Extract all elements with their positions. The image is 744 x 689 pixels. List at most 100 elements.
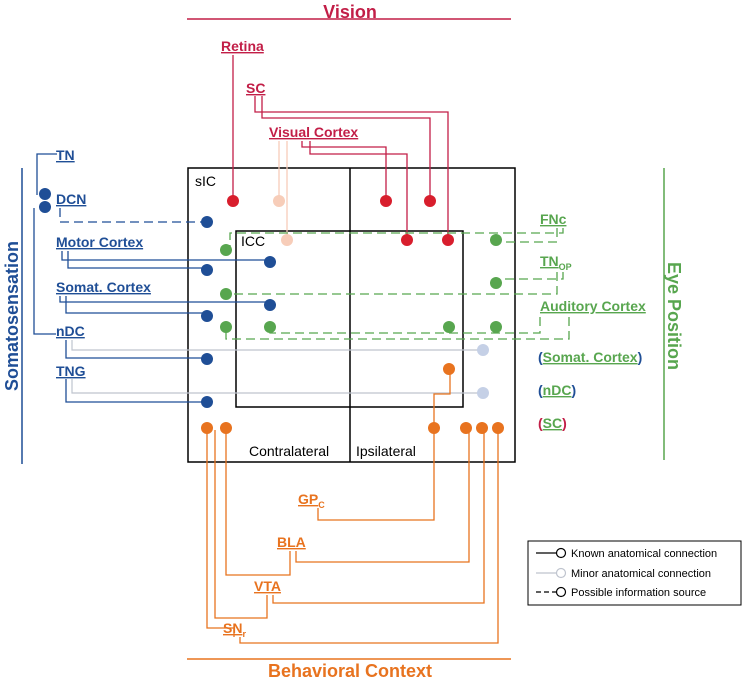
tnop-line-icc [498, 272, 564, 280]
behavioral-context-title: Behavioral Context [268, 661, 432, 681]
somat-line-icc [59, 296, 270, 303]
ndc-line [65, 340, 207, 359]
somato-minor-connections [71, 340, 482, 394]
tnop-label: TNOP [540, 253, 572, 272]
tng-label: TNG [56, 363, 86, 379]
eye-ndc-text: nDC [543, 382, 572, 398]
somato-connections [33, 153, 270, 403]
tng-terminal [201, 396, 213, 408]
sc-line-ipsi-icc [254, 96, 449, 238]
paren-open-3: ( [538, 415, 543, 431]
eye-sc-label: (SC) [538, 415, 567, 431]
sn-label-main: SN [223, 620, 242, 636]
somat-terminal-icc [264, 299, 276, 311]
gp-label-sub: C [318, 500, 325, 510]
sn-label: SNr [223, 620, 246, 639]
tng-minor-terminal [477, 387, 489, 399]
legend-known-text: Known anatomical connection [571, 548, 717, 560]
somat-cortex-label: Somat. Cortex [56, 279, 151, 295]
paren-open-1: ( [538, 349, 543, 365]
gp-terminal [443, 363, 455, 375]
auditory-line-sic [225, 317, 570, 340]
legend-minor-circle [555, 567, 567, 579]
legend-possible-text: Possible information source [571, 587, 706, 599]
fnc-line-sic [229, 228, 564, 248]
auditory-terminal-sic [220, 321, 232, 333]
dcn-terminal [201, 216, 213, 228]
legend: Known anatomical connection Minor anatom… [527, 540, 742, 606]
sn-line-ipsi [239, 430, 499, 644]
dcn-ndc-trunk [33, 208, 56, 335]
legend-minor-text: Minor anatomical connection [571, 568, 711, 580]
paren-close-3: ) [562, 415, 567, 431]
auditory-terminal-ipsi-sic [490, 321, 502, 333]
motor-line-sic [67, 251, 207, 269]
somat-terminal-sic [201, 310, 213, 322]
vc-minor-terminal-icc [281, 234, 293, 246]
contralateral-label: Contralateral [249, 443, 329, 459]
context-terminals [201, 363, 504, 434]
vta-line-contra [214, 430, 268, 619]
vc-terminal-icc [401, 234, 413, 246]
sn-line-contra [206, 430, 235, 637]
tnop-terminal-ipsi [490, 277, 502, 289]
icc-label: ICC [241, 233, 265, 249]
sc-terminal-icc [442, 234, 454, 246]
vision-minor-connections [278, 141, 288, 238]
retina-terminal [227, 195, 239, 207]
tnop-label-main: TN [540, 253, 559, 269]
sic-label: sIC [195, 173, 216, 189]
ipsilateral-label: Ipsilateral [356, 443, 416, 459]
sc-line-ipsi-sic [261, 96, 431, 199]
legend-possible-circle [555, 586, 567, 598]
somato-possible-connections [59, 208, 207, 223]
tn-label: TN [56, 147, 75, 163]
dcn-node-lower [39, 201, 51, 213]
motor-terminal-sic [201, 264, 213, 276]
fnc-label: FNc [540, 211, 567, 227]
icc-box [235, 230, 464, 408]
bla-line-contra [225, 430, 291, 576]
sn-terminal-contra [201, 422, 213, 434]
gp-terminal-lower [428, 422, 440, 434]
vc-line-sic [301, 141, 387, 199]
vta-label: VTA [254, 578, 281, 594]
context-connections [206, 371, 499, 644]
paren-open-2: ( [538, 382, 543, 398]
somato-terminals [39, 188, 489, 408]
bla-terminal-contra [220, 422, 232, 434]
sn-label-sub: r [242, 629, 246, 639]
dcn-node-upper [39, 188, 51, 200]
eye-connections [225, 228, 570, 340]
tnop-line-sic [226, 272, 558, 295]
paren-close-1: ) [638, 349, 643, 365]
dcn-label: DCN [56, 191, 86, 207]
eye-position-title: Eye Position [664, 262, 684, 370]
auditory-terminal-ipsi-icc [443, 321, 455, 333]
eye-somat-cortex-label: (Somat. Cortex) [538, 349, 642, 365]
vision-terminals [227, 195, 454, 246]
tng-line [65, 379, 207, 403]
bla-terminal-ipsi [460, 422, 472, 434]
sn-terminal-ipsi [492, 422, 504, 434]
vta-line-ipsi [272, 430, 485, 604]
vta-terminal-ipsi [476, 422, 488, 434]
sic-box [187, 167, 516, 463]
somatosensation-title: Somatosensation [2, 241, 22, 391]
fnc-line-icc [498, 228, 558, 243]
legend-known-circle [555, 547, 567, 559]
paren-close-2: ) [571, 382, 576, 398]
auditory-cortex-label: Auditory Cortex [540, 298, 646, 314]
sc-terminal-sic [424, 195, 436, 207]
vision-connections [232, 55, 449, 238]
motor-line-icc [61, 251, 266, 261]
bla-line-ipsi [295, 430, 470, 563]
retina-label: Retina [221, 38, 264, 54]
fnc-terminal-ipsi [490, 234, 502, 246]
ndc-label: nDC [56, 323, 85, 339]
dcn-dashed-line [59, 208, 207, 223]
tnop-terminal-sic [220, 288, 232, 300]
vision-title: Vision [323, 2, 377, 22]
motor-terminal-icc [264, 256, 276, 268]
